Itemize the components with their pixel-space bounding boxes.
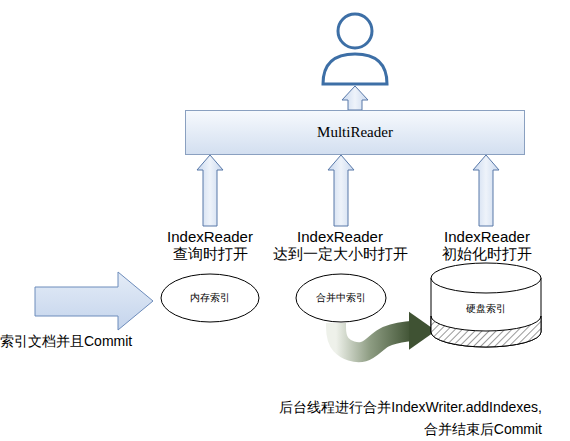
arrow-body bbox=[336, 323, 412, 352]
edge-label: 后台线程进行合并IndexWriter.addIndexes, 合并结束后Com… bbox=[250, 396, 542, 440]
edge-label: IndexReader 查询时打开 bbox=[160, 228, 260, 262]
disk-index: 硬盘索引 bbox=[430, 262, 542, 348]
arrow-shape bbox=[328, 155, 354, 226]
person-head bbox=[338, 14, 372, 48]
node-text: 合并中索引 bbox=[316, 291, 366, 305]
input-arrow bbox=[35, 272, 153, 330]
person-body bbox=[323, 54, 387, 84]
arrow-shape bbox=[197, 155, 223, 226]
memory-index: 内存索引 bbox=[160, 273, 260, 323]
reader-arrow bbox=[328, 155, 354, 226]
reader-arrow bbox=[473, 155, 499, 226]
arrow-shape bbox=[473, 155, 499, 226]
output-arrow bbox=[342, 86, 368, 110]
cylinder-top bbox=[431, 263, 541, 293]
node-text: MultiReader bbox=[317, 124, 393, 141]
reader-box: MultiReader bbox=[185, 110, 525, 155]
node-text: 硬盘索引 bbox=[466, 302, 506, 316]
edge-label: IndexReader 达到一定大小时打开 bbox=[270, 228, 410, 262]
ellipse-shape bbox=[161, 274, 259, 322]
reader-arrow bbox=[197, 155, 223, 226]
edge-label: IndexReader 初始化时打开 bbox=[437, 228, 537, 262]
node-text: 内存索引 bbox=[190, 291, 230, 305]
ellipse-shape bbox=[296, 274, 386, 322]
note-label: 索引文档并且Commit bbox=[0, 333, 170, 351]
cylinder-band bbox=[431, 316, 541, 347]
person-icon bbox=[323, 14, 387, 84]
merging-index: 合并中索引 bbox=[295, 273, 387, 323]
